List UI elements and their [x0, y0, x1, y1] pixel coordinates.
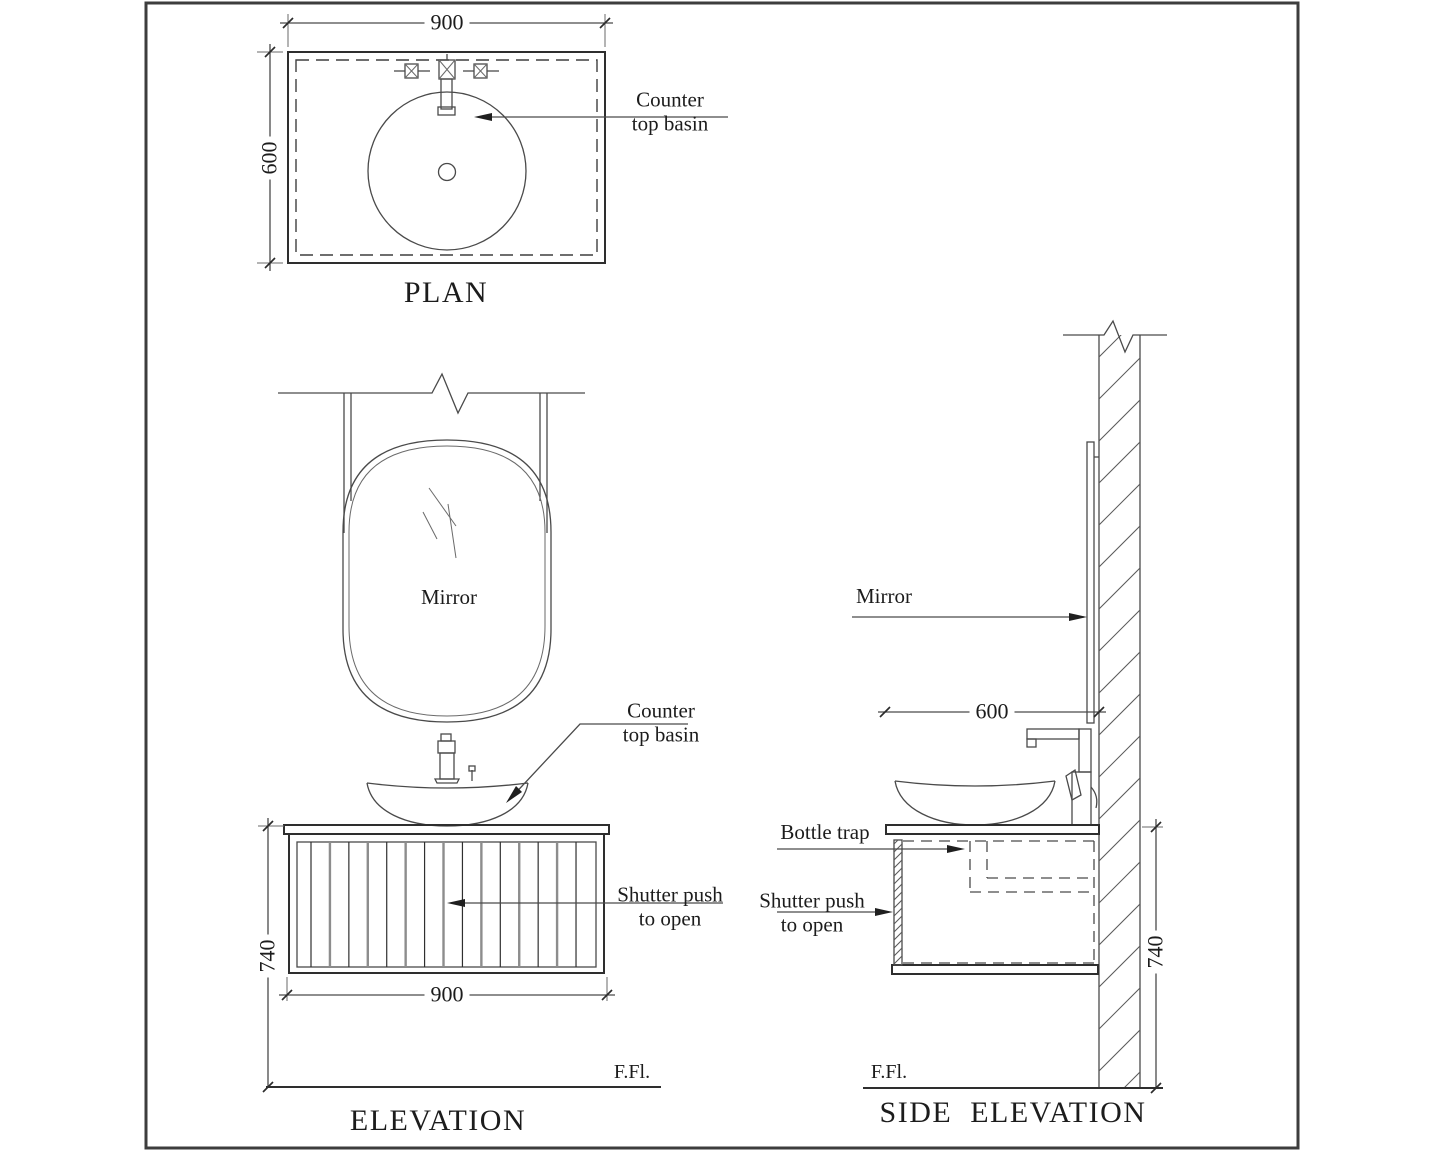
side-bottle-trap-label: Bottle trap [780, 820, 870, 845]
plan-basin-leader [474, 113, 728, 121]
side-dim-height-text: 740 [1143, 930, 1169, 974]
wall-hatch [1099, 335, 1140, 1088]
plan-dim-depth-text: 600 [257, 136, 283, 180]
elevation-shutter-leader [447, 899, 723, 907]
side-faucet [1026, 728, 1098, 826]
elevation-basin-label: Counter top basin [622, 698, 700, 746]
elevation-shutter-slats [310, 842, 577, 967]
plan-view [257, 14, 728, 271]
elevation-basin [366, 782, 529, 827]
plan-title: PLAN [403, 276, 489, 310]
side-cabinet-hidden-lines [903, 840, 1095, 964]
side-shutter-leader [777, 908, 893, 916]
elevation-floor-label: F.Fl. [613, 1060, 651, 1083]
side-counter-top [885, 824, 1100, 835]
side-shutter-front [893, 839, 903, 966]
elevation-ceiling-break-line [278, 372, 585, 415]
side-elevation-title: SIDE ELEVATION [879, 1096, 1147, 1130]
elevation-basin-leader [506, 723, 688, 803]
elevation-mirror [342, 439, 552, 723]
side-floor-label: F.Fl. [870, 1060, 908, 1083]
side-mirror-label: Mirror [856, 584, 912, 609]
plan-basin-label: Counter top basin [631, 87, 709, 135]
elevation-dim-width-text: 900 [424, 982, 470, 1008]
plan-counter-edge-dashed [295, 59, 598, 256]
mirror-glass-mark [422, 511, 438, 540]
side-mirror-leader [852, 613, 1087, 621]
elevation-mirror-label: Mirror [421, 585, 477, 610]
plan-counter-outline [287, 51, 606, 264]
elevation-title: ELEVATION [349, 1104, 527, 1138]
plan-basin-circle [367, 91, 527, 251]
side-cabinet-bottom [891, 964, 1099, 975]
side-bottle-trap-hidden [969, 841, 1094, 893]
side-mirror [1086, 441, 1099, 724]
side-elevation-view [777, 319, 1167, 1094]
mirror-glass-mark [428, 487, 457, 527]
side-dim-depth-text: 600 [969, 699, 1015, 725]
plan-faucet [394, 54, 499, 116]
elevation-view [258, 372, 723, 1093]
side-wall-break-line [1063, 319, 1167, 354]
side-trap-leader [777, 845, 965, 853]
side-shutter-label: Shutter push to open [759, 888, 865, 936]
plan-drain [437, 162, 457, 182]
plan-dim-width-text: 900 [424, 10, 470, 36]
elevation-shutter-panel [296, 841, 597, 968]
sheet-border [144, 1, 1300, 1150]
shutter-hatch [894, 840, 902, 965]
side-basin [894, 780, 1056, 826]
elevation-shutter-label: Shutter push to open [617, 882, 723, 930]
elevation-faucet [433, 733, 476, 784]
mirror-glass-mark [447, 503, 457, 559]
elevation-dim-height-text: 740 [255, 934, 281, 978]
side-wall [1063, 319, 1167, 1088]
